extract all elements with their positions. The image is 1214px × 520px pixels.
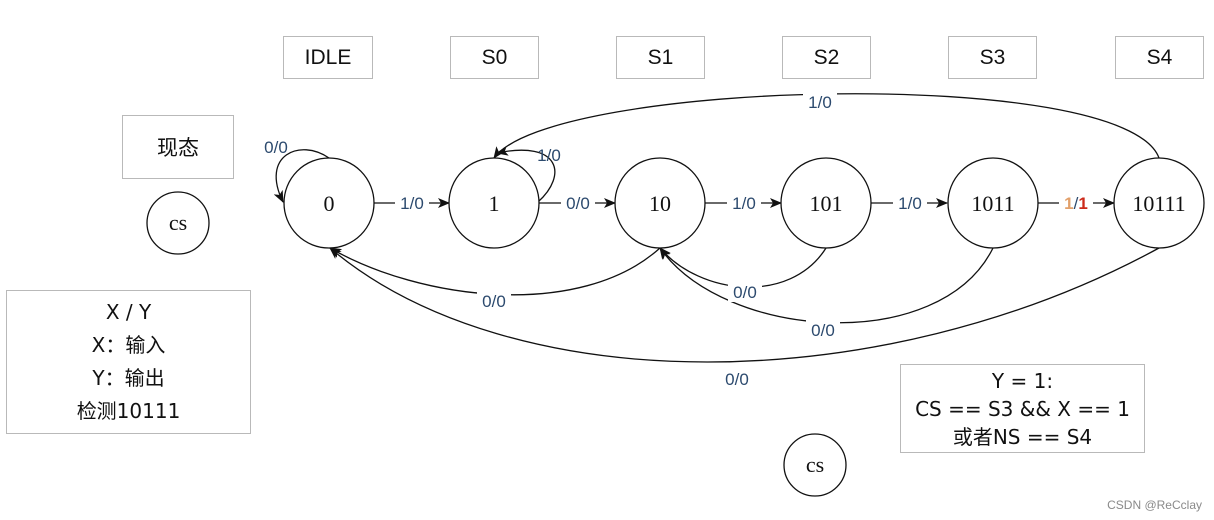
edge-label-s3-to-s4: 1/1 bbox=[1059, 192, 1093, 213]
edge-label-s2-to-s1-text: 0/0 bbox=[733, 283, 757, 302]
legend-right-line-2: CS == S3 && X == 1 bbox=[915, 397, 1130, 421]
edge-label-s2-to-s3-text: 1/0 bbox=[898, 194, 922, 213]
edge-label-s1-to-idle-text: 0/0 bbox=[482, 292, 506, 311]
legend-left: X / Y X：输入 Y：输出 检测10111 bbox=[6, 290, 251, 434]
legend-right: Y = 1: CS == S3 && X == 1 或者NS == S4 bbox=[900, 364, 1145, 453]
edge-label-idle-self-text: 0/0 bbox=[264, 138, 288, 157]
header-s1: S1 bbox=[616, 36, 705, 79]
header-idle: IDLE bbox=[283, 36, 373, 79]
state-s2-label: 101 bbox=[810, 191, 843, 216]
edge-idle-self bbox=[273, 149, 330, 203]
state-s1-label: 10 bbox=[649, 191, 671, 216]
edge-label-s4-to-idle-text: 0/0 bbox=[725, 370, 749, 389]
edge-label-s3-to-s1-text: 0/0 bbox=[811, 321, 835, 340]
current-state-box: 现态 bbox=[122, 115, 234, 179]
state-s2: 101 bbox=[780, 157, 872, 249]
state-s1: 10 bbox=[614, 157, 706, 249]
edge-label-idle-to-s0-text: 1/0 bbox=[400, 194, 424, 213]
state-idle-label: 0 bbox=[324, 191, 335, 216]
header-s3: S3 bbox=[948, 36, 1037, 79]
legend-right-line-1: Y = 1: bbox=[991, 369, 1054, 393]
cs-label-bottom: cs bbox=[806, 452, 824, 477]
state-s4: 10111 bbox=[1113, 157, 1205, 249]
header-s4: S4 bbox=[1115, 36, 1204, 79]
state-s0-label: 1 bbox=[489, 191, 500, 216]
edge-s1-to-idle bbox=[329, 247, 661, 296]
edge-s3-to-s1 bbox=[659, 247, 994, 324]
edge-label-s1-to-s2-text: 1/0 bbox=[732, 194, 756, 213]
state-s4-label: 10111 bbox=[1132, 191, 1185, 216]
edge-label-s3-to-s1: 0/0 bbox=[806, 320, 840, 340]
legend-left-line-1: X / Y bbox=[105, 300, 152, 324]
legend-left-line-4: 检测10111 bbox=[76, 399, 181, 423]
edge-label-s3-to-s4-sep: / bbox=[1074, 194, 1079, 213]
cs-label-top: cs bbox=[169, 210, 187, 235]
edge-label-s0-self-text: 1/0 bbox=[537, 146, 561, 165]
cs-circle-top: cs bbox=[146, 191, 210, 255]
edge-label-s0-to-s1: 0/0 bbox=[561, 192, 595, 213]
header-s0: S0 bbox=[450, 36, 539, 79]
edge-label-idle-to-s0: 1/0 bbox=[395, 192, 429, 213]
legend-left-line-3: Y：输出 bbox=[92, 366, 165, 390]
legend-right-line-3: 或者NS == S4 bbox=[952, 425, 1093, 449]
edge-label-s2-to-s3: 1/0 bbox=[893, 192, 927, 213]
edge-label-s0-self: 1/0 bbox=[537, 146, 561, 165]
watermark: CSDN @ReCclay bbox=[1107, 498, 1202, 512]
edge-label-s4-to-s0-text: 1/0 bbox=[808, 93, 832, 112]
edge-s4-to-idle bbox=[329, 247, 1160, 363]
edge-label-idle-self: 0/0 bbox=[264, 138, 288, 157]
state-idle: 0 bbox=[283, 157, 375, 249]
edge-label-s1-to-s2: 1/0 bbox=[727, 192, 761, 213]
edge-label-s0-to-s1-text: 0/0 bbox=[566, 194, 590, 213]
state-s3: 1011 bbox=[947, 157, 1039, 249]
cs-circle-bottom: cs bbox=[783, 433, 847, 497]
state-s0: 1 bbox=[448, 157, 540, 249]
edge-s0-self bbox=[496, 145, 556, 203]
legend-left-line-2: X：输入 bbox=[91, 333, 166, 357]
edge-label-s3-to-s4-y: 1 bbox=[1078, 194, 1087, 213]
edge-label-s2-to-s1: 0/0 bbox=[728, 282, 762, 302]
header-s2: S2 bbox=[782, 36, 871, 79]
state-s3-label: 1011 bbox=[971, 191, 1014, 216]
edge-label-s4-to-s0: 1/0 bbox=[803, 92, 837, 112]
edge-label-s4-to-idle: 0/0 bbox=[720, 369, 754, 389]
edge-s2-to-s1 bbox=[659, 247, 827, 288]
edge-label-s1-to-idle: 0/0 bbox=[477, 291, 511, 311]
edge-label-s3-to-s4-x: 1 bbox=[1064, 194, 1073, 213]
svg-text:1/1: 1/1 bbox=[1064, 194, 1088, 213]
